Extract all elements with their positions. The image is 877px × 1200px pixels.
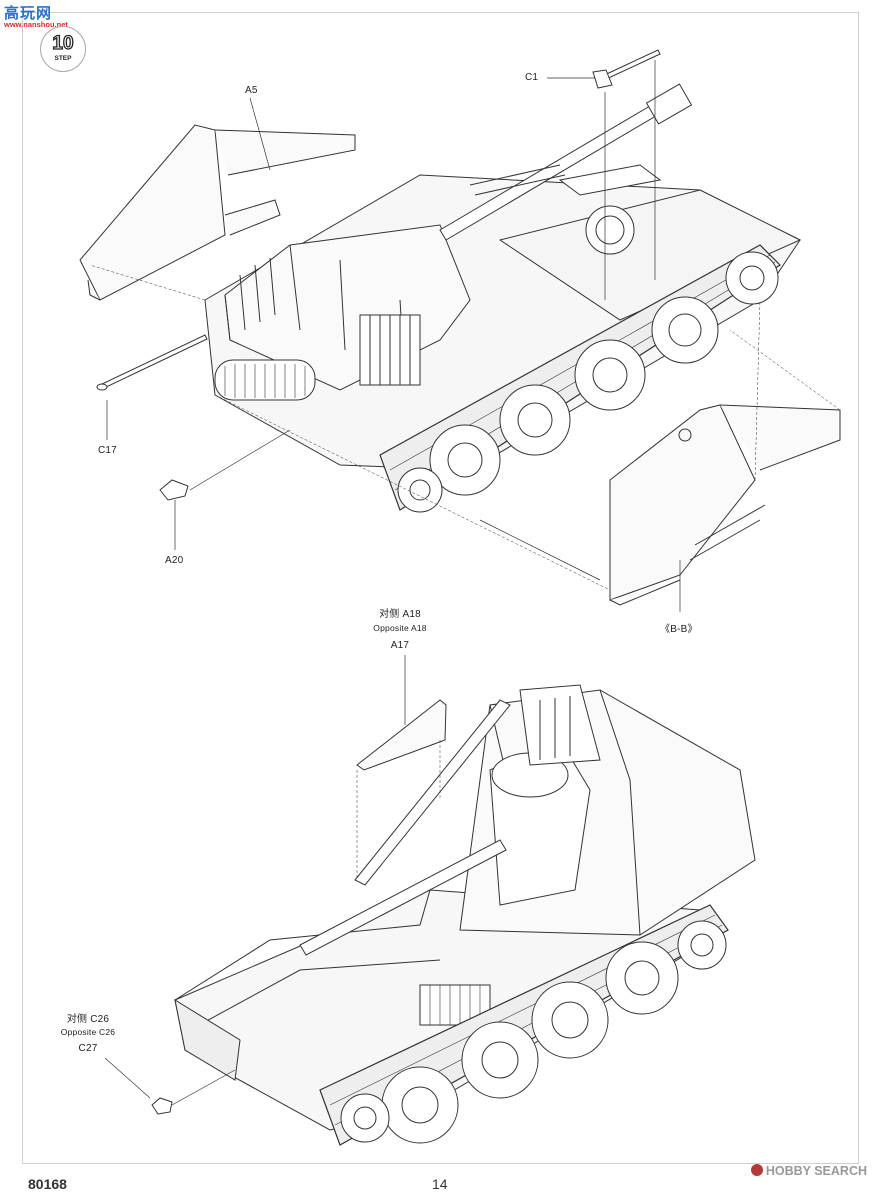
- page-number: 14: [432, 1176, 448, 1192]
- bottom-vehicle-drawing: [174, 684, 756, 1146]
- step-badge: 10 STEP: [40, 26, 86, 72]
- part-a20: [159, 479, 189, 501]
- part-c1: [592, 49, 661, 89]
- watermark-cn: 高玩网: [4, 5, 53, 22]
- label-opposite-a18-cn: 对侧 A18: [379, 609, 421, 620]
- label-a20: A20: [165, 555, 184, 566]
- kit-number: 80168: [28, 1176, 67, 1192]
- label-view-bb: 《B-B》: [660, 624, 698, 635]
- label-c17: C17: [98, 445, 117, 456]
- label-c27: C27: [78, 1043, 98, 1054]
- watermark-domain: www.nanshou.net: [4, 20, 68, 29]
- label-opposite-c26-en: Opposite C26: [60, 1027, 116, 1037]
- label-a17: A17: [390, 640, 410, 651]
- label-c1: C1: [525, 72, 539, 83]
- page-border: [22, 12, 859, 1164]
- part-c27: [151, 1097, 173, 1115]
- top-vehicle-drawing: [204, 83, 802, 513]
- label-opposite-a18-en: Opposite A18: [373, 623, 427, 633]
- step-label: STEP: [54, 55, 72, 62]
- label-opposite-c26-cn: 对侧 C26: [66, 1014, 110, 1025]
- label-a5: A5: [245, 85, 258, 96]
- part-bb-panel: [609, 404, 841, 606]
- part-c17: [96, 334, 208, 391]
- source-text: HOBBY SEARCH: [765, 1164, 867, 1178]
- part-a17-panel: [356, 699, 447, 771]
- watermark-logo: 高玩网 www.nanshou.net: [4, 2, 68, 29]
- step-number: 10: [52, 32, 74, 54]
- part-a5-panel: [79, 124, 356, 301]
- source-watermark: HOBBY SEARCH: [750, 1164, 867, 1178]
- hobby-search-icon: [750, 1164, 763, 1176]
